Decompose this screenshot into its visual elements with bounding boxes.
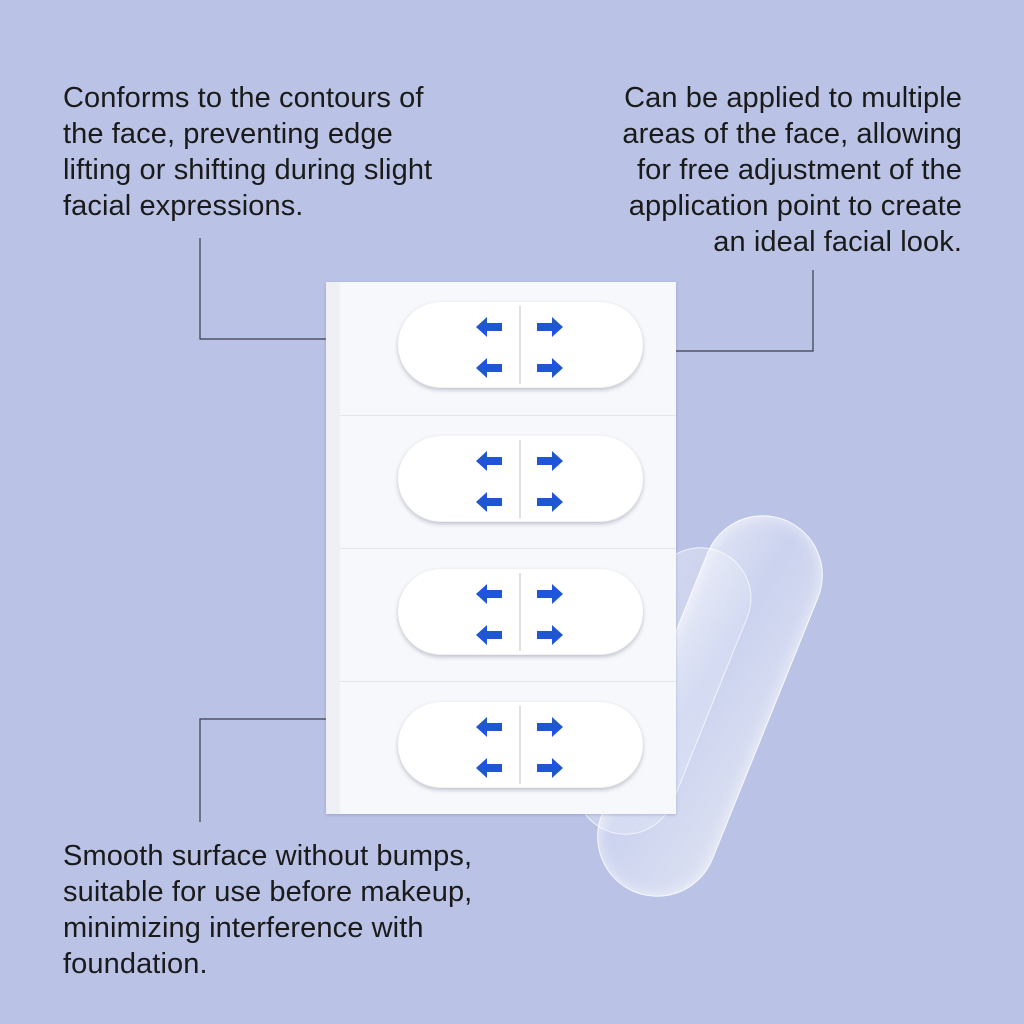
patch-backing-sheet — [326, 282, 676, 814]
leader-line-bottom-left — [199, 718, 326, 822]
arrow-left-icon — [476, 717, 502, 737]
arrow-left-icon — [476, 492, 502, 512]
patch-seam — [519, 306, 521, 384]
arrow-right-icon — [537, 492, 563, 512]
face-patch — [398, 702, 643, 788]
leader-line-top-right — [676, 270, 814, 352]
caption-smooth-surface: Smooth surface without bumps, suitable f… — [63, 840, 473, 980]
patch-row — [340, 415, 676, 548]
arrow-left-icon — [476, 358, 502, 378]
patch-row — [340, 282, 676, 415]
arrow-right-icon — [537, 317, 563, 337]
arrow-left-icon — [476, 584, 502, 604]
arrow-right-icon — [537, 758, 563, 778]
arrow-left-icon — [476, 758, 502, 778]
arrow-right-icon — [537, 451, 563, 471]
arrow-left-icon — [476, 625, 502, 645]
face-patch — [398, 569, 643, 655]
arrow-right-icon — [537, 717, 563, 737]
leader-line-top-left — [199, 238, 326, 340]
patch-seam — [519, 706, 521, 784]
arrow-left-icon — [476, 451, 502, 471]
face-patch — [398, 436, 643, 522]
arrow-right-icon — [537, 358, 563, 378]
patch-seam — [519, 573, 521, 651]
caption-multiple-areas: Can be applied to multiple areas of the … — [622, 82, 962, 258]
arrow-right-icon — [537, 625, 563, 645]
caption-contours: Conforms to the contours of the face, pr… — [63, 82, 433, 222]
arrow-right-icon — [537, 584, 563, 604]
patch-row — [340, 548, 676, 681]
arrow-left-icon — [476, 317, 502, 337]
patch-seam — [519, 440, 521, 518]
face-patch — [398, 302, 643, 388]
patch-row — [340, 681, 676, 814]
